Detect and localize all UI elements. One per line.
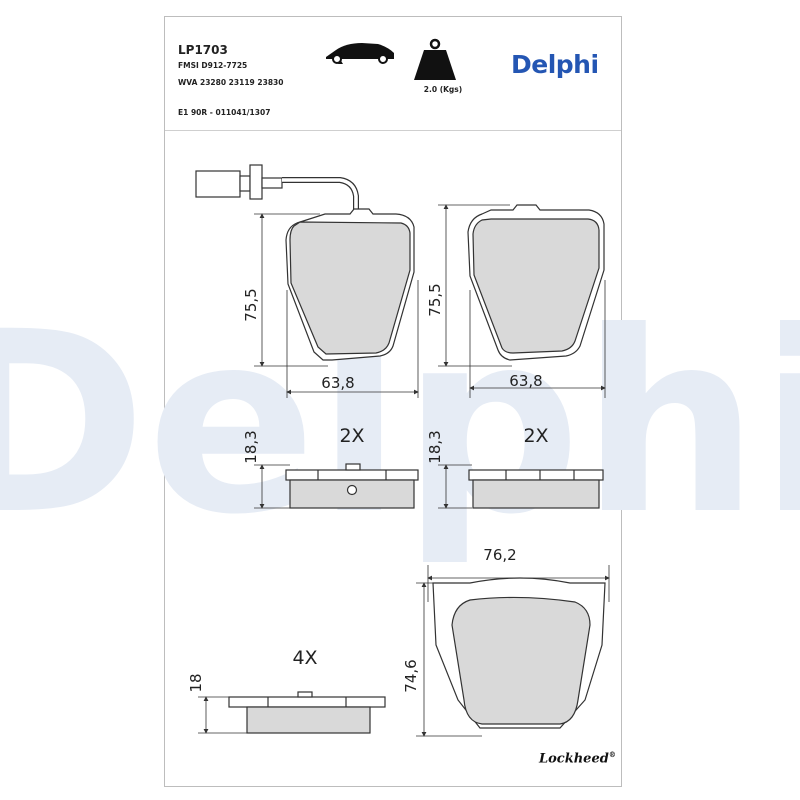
pad-right-quantity: 2X	[523, 425, 548, 447]
pad-right-front-view	[438, 204, 606, 398]
pad-right-thickness: 18,3	[426, 430, 444, 463]
weight-label: 2.0 (Kgs)	[423, 85, 463, 94]
pad-left-height: 75,5	[242, 288, 260, 321]
wear-sensor	[195, 164, 362, 247]
fmsi-code: FMSI D912-7725	[178, 61, 248, 70]
drawing-sheet: LP1703 FMSI D912-7725 WVA 23280 23119 23…	[164, 16, 622, 787]
pad-right-side-view	[438, 464, 604, 509]
pad-left-quantity: 2X	[339, 425, 364, 447]
pad-right-width: 63,8	[509, 372, 542, 390]
car-front-axle-icon	[326, 43, 394, 64]
pad-bottom-thickness: 18	[187, 673, 205, 692]
delphi-watermark: Delphi	[0, 278, 800, 569]
pad-right-height: 75,5	[426, 283, 444, 316]
wva-codes: WVA 23280 23119 23830	[178, 78, 284, 87]
pad-left-front-view	[195, 164, 419, 398]
header-divider	[165, 130, 621, 131]
lockheed-logo: Lockheed®	[539, 750, 616, 767]
pad-bottom-quantity: 4X	[292, 647, 317, 669]
pad-bottom-height: 74,6	[402, 659, 420, 692]
pad-left-width: 63,8	[321, 374, 354, 392]
pad-bottom-width: 76,2	[483, 546, 516, 564]
weight-icon	[414, 38, 456, 80]
approval-number: E1 90R - 011041/1307	[178, 108, 271, 117]
pad-left-thickness: 18,3	[242, 430, 260, 463]
part-number: LP1703	[178, 43, 228, 57]
delphi-logo: Delphi	[511, 50, 599, 79]
pad-bottom-side-view	[198, 691, 386, 734]
pad-left-side-view	[254, 463, 419, 509]
pad-bottom-front-view	[416, 565, 610, 737]
